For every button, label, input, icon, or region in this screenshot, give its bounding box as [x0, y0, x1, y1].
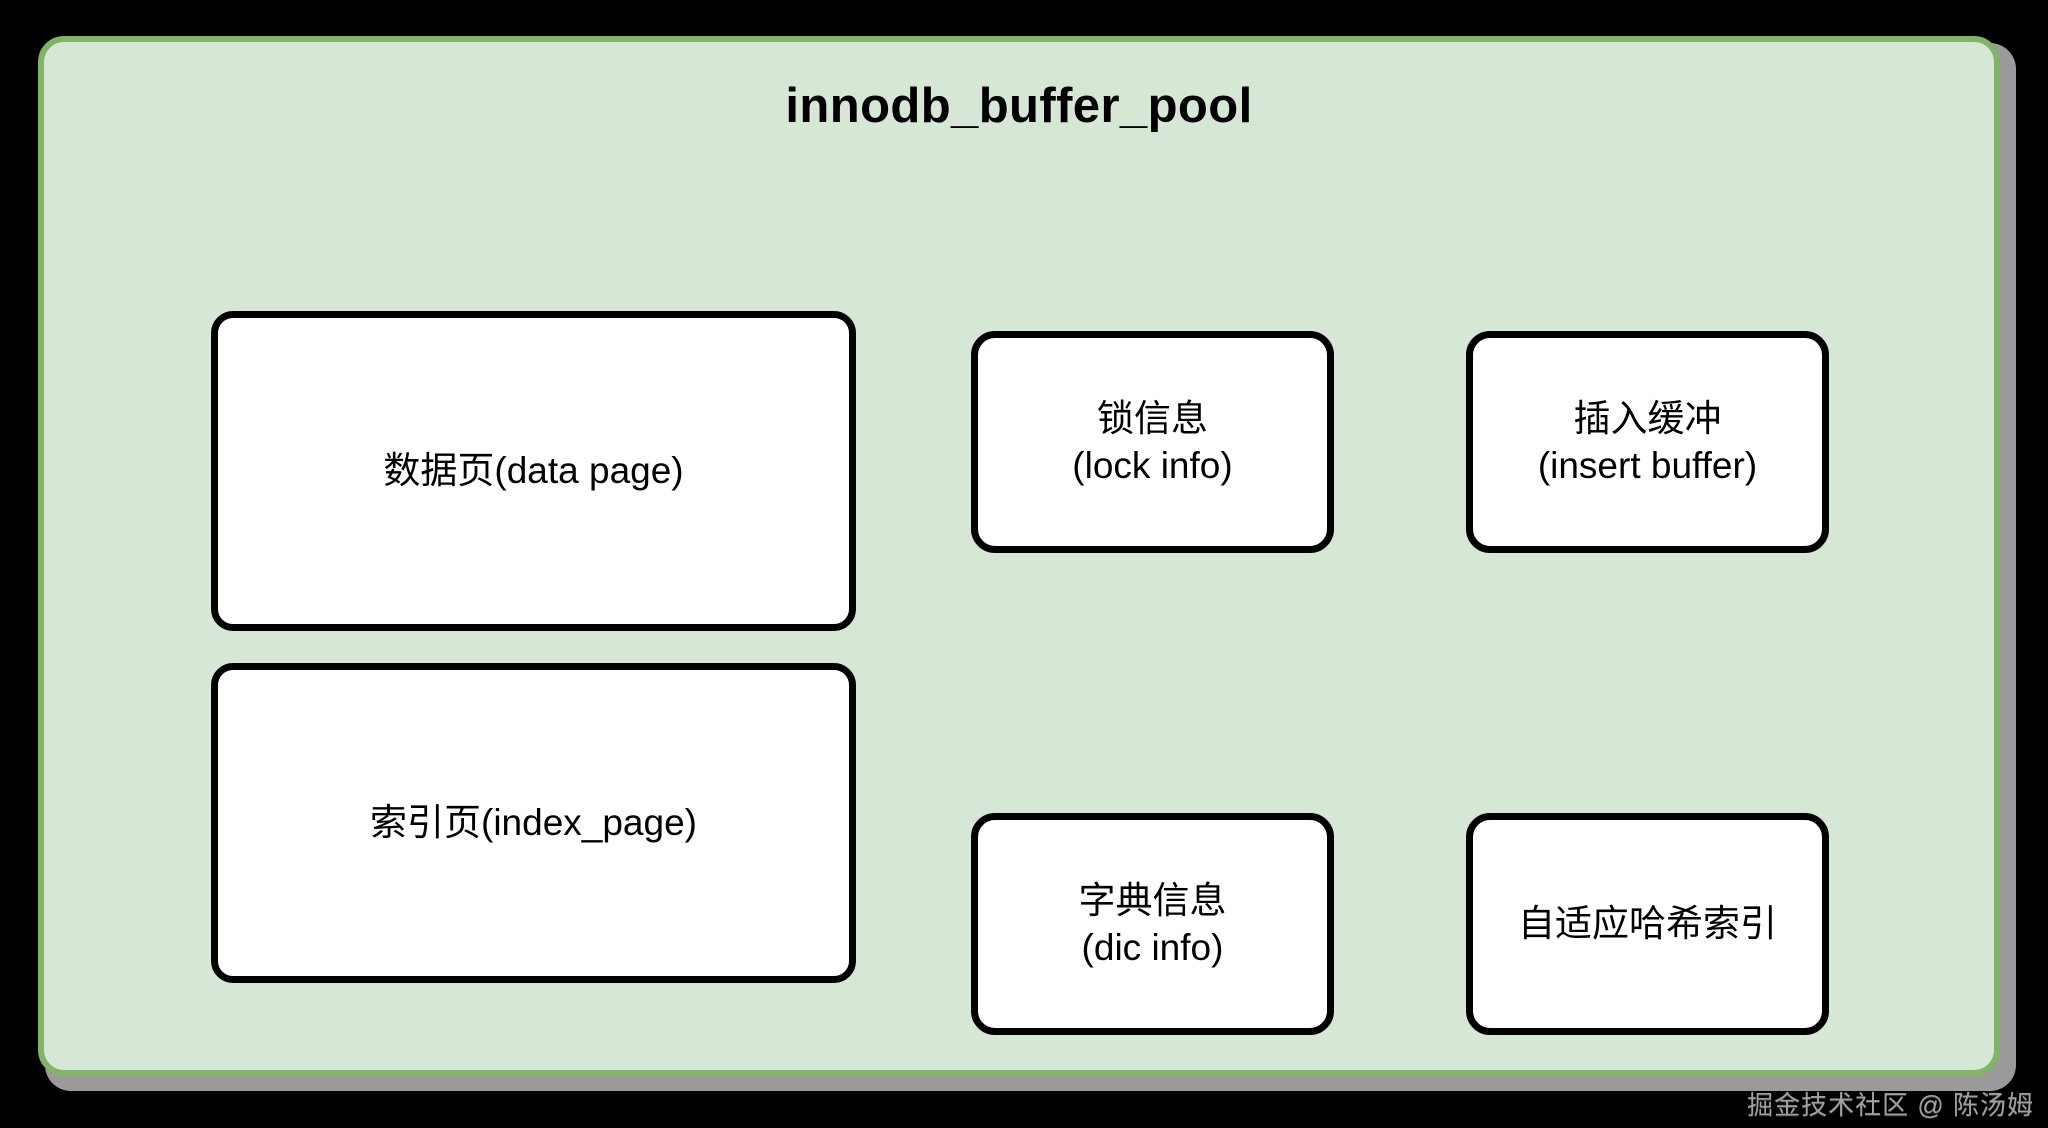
node-dic-info-label-2: (dic info) [1081, 927, 1224, 968]
node-dic-info-label-1: 字典信息 [1078, 879, 1227, 921]
node-data-page-label-1: 数据页(data page) [383, 450, 684, 492]
innodb-buffer-pool-container: innodb_buffer_pool 数据页(data page) 锁信息 (l… [38, 36, 2000, 1076]
node-lock-info-label-1: 锁信息 [1097, 397, 1208, 439]
node-dic-info[interactable]: 字典信息 (dic info) [971, 813, 1334, 1035]
node-index-page[interactable]: 索引页(index_page) [211, 663, 856, 983]
node-lock-info[interactable]: 锁信息 (lock info) [971, 331, 1334, 553]
watermark: 掘金技术社区 @ 陈汤姆 [1747, 1090, 2034, 1120]
node-adaptive-hash-index[interactable]: 自适应哈希索引 [1466, 813, 1829, 1035]
node-data-page[interactable]: 数据页(data page) [211, 311, 856, 631]
page-title: innodb_buffer_pool [785, 79, 1253, 133]
node-adaptive-hash-index-label-1: 自适应哈希索引 [1518, 903, 1777, 945]
node-lock-info-label-2: (lock info) [1072, 445, 1233, 486]
node-index-page-label-1: 索引页(index_page) [370, 802, 697, 844]
node-insert-buffer-label-1: 插入缓冲 [1573, 397, 1722, 439]
node-insert-buffer-label-2: (insert buffer) [1537, 445, 1758, 486]
node-insert-buffer[interactable]: 插入缓冲 (insert buffer) [1466, 331, 1829, 553]
